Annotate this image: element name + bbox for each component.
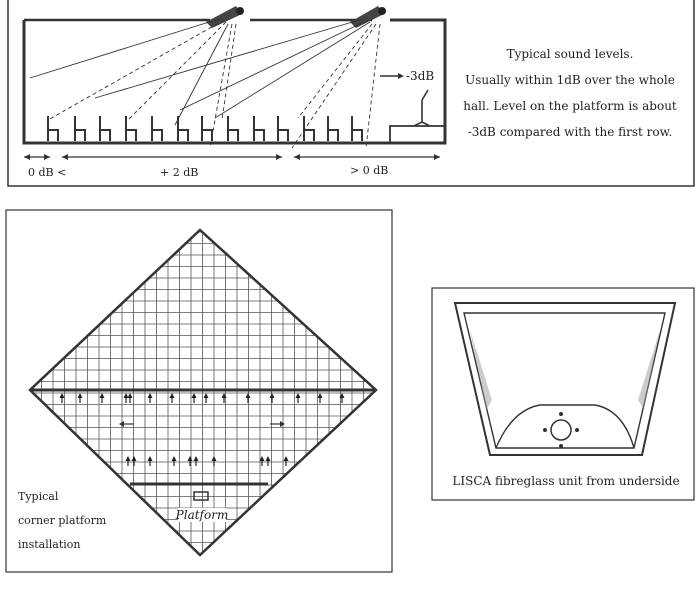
up-arrow-icon (125, 456, 131, 461)
platform-step (389, 125, 445, 143)
platform-label-bg (178, 508, 226, 522)
platform-caption-line: installation (18, 538, 80, 551)
up-arrow-icon (77, 393, 83, 398)
up-arrow-icon (147, 456, 153, 461)
middle-level-label: + 2 dB (160, 166, 198, 179)
hall-walls (22, 18, 447, 145)
unit-shading (470, 330, 660, 410)
chair-icon (227, 116, 239, 141)
up-arrow-icon (203, 393, 209, 398)
unit-dome (495, 404, 635, 449)
first-row-level-label: 0 dB < (28, 166, 66, 179)
platform-caption-line: corner platform (18, 514, 107, 527)
microphone-stand (413, 89, 431, 127)
platform-label: Platform (175, 508, 229, 522)
chair-icon (277, 116, 289, 141)
sound-rays-left (29, 17, 237, 149)
chair-icon (351, 116, 363, 141)
unit-caption: LISCA fibreglass unit from underside (452, 474, 679, 488)
up-arrow-icon (269, 393, 275, 398)
platform-panel-frame (5, 209, 393, 573)
arrow-head-icon (398, 73, 404, 79)
up-arrow-icon (245, 393, 251, 398)
up-arrow-icon (171, 456, 177, 461)
up-arrow-icon (127, 393, 133, 398)
hall-panel-frame (7, 0, 695, 187)
diamond-room-outline (28, 228, 378, 557)
hall-caption-line: hall. Level on the platform is about (463, 99, 677, 113)
lisca-unit-panel: LISCA fibreglass unit from underside (431, 287, 695, 501)
right-arrow-icon (280, 421, 285, 427)
up-arrow-icon (187, 456, 193, 461)
up-arrow-icon (123, 393, 129, 398)
chair-icon (99, 116, 111, 141)
unit-speaker-opening (550, 419, 572, 441)
ceiling-speaker (350, 6, 386, 28)
up-arrow-icon (339, 393, 345, 398)
chair-icon (303, 116, 315, 141)
up-arrow-icon (259, 456, 265, 461)
sound-rays-right (94, 17, 381, 149)
rear-level-label: > 0 dB (350, 164, 388, 177)
ceiling-speaker (206, 6, 244, 28)
up-arrow-icon (169, 393, 175, 398)
left-arrow-icon (119, 421, 124, 427)
speaker-direction-arrows (59, 393, 345, 466)
lectern-symbol (193, 491, 209, 501)
up-arrow-icon (99, 393, 105, 398)
chair-icon (253, 116, 265, 141)
platform-level-label: -3dB (406, 69, 434, 83)
hall-caption-line: -3dB compared with the first row. (468, 125, 673, 139)
chair-icon (201, 116, 213, 141)
up-arrow-icon (211, 456, 217, 461)
chair-icon (151, 116, 163, 141)
up-arrow-icon (221, 393, 227, 398)
chair-icon (74, 116, 86, 141)
dimension-arrowheads (24, 154, 440, 160)
audience-chairs (47, 116, 363, 141)
hall-section-panel: -3dB 0 dB < + 2 dB > 0 dB Typical sound … (7, 0, 695, 187)
chair-icon (47, 116, 59, 141)
up-arrow-icon (265, 456, 271, 461)
up-arrow-icon (191, 393, 197, 398)
unit-inner-shape (463, 312, 666, 449)
chair-icon (327, 116, 339, 141)
up-arrow-icon (147, 393, 153, 398)
up-arrow-icon (131, 456, 137, 461)
unit-mount-holes (543, 412, 579, 448)
hall-caption: Typical sound levels. Usually within 1dB… (463, 47, 677, 139)
up-arrow-icon (295, 393, 301, 398)
hall-caption-line: Typical sound levels. (507, 47, 634, 61)
platform-caption: Typical corner platform installation (18, 490, 107, 551)
ceiling-grid (30, 230, 376, 555)
up-arrow-icon (317, 393, 323, 398)
up-arrow-icon (193, 456, 199, 461)
unit-panel-frame (431, 287, 695, 501)
chair-icon (177, 116, 189, 141)
unit-outer-shape (453, 302, 677, 456)
platform-caption-line: Typical (18, 490, 59, 503)
up-arrow-icon (283, 456, 289, 461)
platform-plan-panel: Platform Typical corner platform install… (5, 209, 393, 573)
chair-icon (125, 116, 137, 141)
hall-caption-line: Usually within 1dB over the whole (465, 73, 675, 87)
up-arrow-icon (59, 393, 65, 398)
